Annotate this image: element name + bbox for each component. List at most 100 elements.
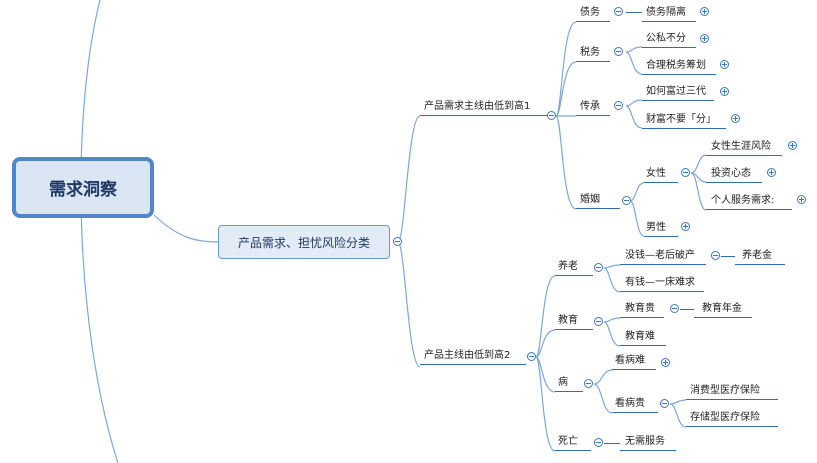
nvxing-child-2-underline bbox=[706, 182, 762, 183]
shuiwu-child-2-underline bbox=[642, 74, 716, 75]
zhaiwu-underline bbox=[576, 21, 610, 22]
branch2-collapse-icon[interactable] bbox=[527, 352, 536, 361]
shuiwu-child1-curve bbox=[625, 46, 643, 53]
shuiwu-child-1: 公私不分 bbox=[646, 33, 686, 44]
bing-xiaofei-underline bbox=[686, 399, 778, 400]
zhaiwu-label: 债务 bbox=[580, 7, 600, 18]
nvxing-underline bbox=[644, 182, 678, 183]
siwang-connector bbox=[604, 443, 620, 444]
yanglao-label: 养老 bbox=[558, 261, 578, 272]
nvxing-collapse-icon[interactable] bbox=[681, 168, 690, 177]
yanglao-youqian-underline bbox=[620, 291, 704, 292]
chuancheng-child-2: 财富不要「分」 bbox=[646, 114, 716, 125]
bing-underline bbox=[555, 391, 583, 392]
chuancheng-child-2-underline bbox=[642, 128, 726, 129]
nvxing-child-3-underline bbox=[706, 209, 792, 210]
kbg-child2-curve bbox=[669, 403, 687, 428]
branch1-collapse-icon[interactable] bbox=[547, 111, 556, 120]
bing-kanbinggui-collapse-icon[interactable] bbox=[660, 399, 669, 408]
bing-kanbingnan-expand-icon[interactable] bbox=[661, 358, 670, 367]
kbg-child1-curve bbox=[669, 399, 687, 405]
nvxing-child-3-expand-icon[interactable] bbox=[797, 195, 806, 204]
chuancheng-collapse-icon[interactable] bbox=[614, 101, 623, 110]
yanglao-meiqian-collapse-icon[interactable] bbox=[711, 251, 720, 260]
main-node-label: 产品需求、担忧风险分类 bbox=[237, 235, 370, 250]
jiaoyu-child2-curve bbox=[603, 321, 621, 347]
shuiwu-child-2-expand-icon[interactable] bbox=[720, 60, 729, 69]
yanglao-yanglaojin: 养老金 bbox=[742, 250, 772, 261]
bing-child1-curve bbox=[593, 369, 613, 385]
shuiwu-child2-curve bbox=[625, 51, 643, 75]
shuiwu-child-2: 合理税务筹划 bbox=[646, 60, 706, 71]
chuancheng-label: 传承 bbox=[580, 101, 600, 112]
main-to-branch1-curve bbox=[397, 115, 421, 243]
nvxing-child3-curve bbox=[690, 172, 707, 211]
main-node[interactable]: 产品需求、担忧风险分类 bbox=[218, 225, 390, 259]
main-to-branch2-curve bbox=[397, 241, 421, 368]
jiaoyu-child1-curve bbox=[603, 317, 621, 323]
bing-cunchu-underline bbox=[686, 426, 778, 427]
yanglao-underline bbox=[555, 275, 593, 276]
bing-cunchu: 存储型医疗保险 bbox=[690, 412, 760, 423]
b1-to-shuiwu-curve bbox=[555, 61, 577, 117]
root-to-main-curve bbox=[153, 214, 219, 243]
bing-child2-curve bbox=[593, 383, 613, 414]
jiaoyu-jiaoyugui: 教育贵 bbox=[625, 303, 655, 314]
jiaoyu-nianjin-underline bbox=[694, 317, 752, 318]
bing-kanbinggui: 看病贵 bbox=[615, 398, 645, 409]
chuancheng-child-2-expand-icon[interactable] bbox=[731, 114, 740, 123]
root-arc-curve bbox=[80, 0, 119, 463]
nanxing-underline bbox=[644, 236, 678, 237]
yanglao-child1-curve bbox=[603, 264, 621, 269]
jiaoyu-nianjin: 教育年金 bbox=[702, 303, 742, 314]
b1-to-hunyin-curve bbox=[555, 115, 577, 210]
b2-to-jiaoyu-curve bbox=[535, 329, 556, 358]
jiaoyu-jiaoyugui-collapse-icon[interactable] bbox=[670, 304, 679, 313]
jiaoyu-collapse-icon[interactable] bbox=[594, 317, 603, 326]
bing-collapse-icon[interactable] bbox=[584, 379, 593, 388]
yanglao-meiqian-underline bbox=[620, 264, 706, 265]
zhaiwu-child-1-underline bbox=[642, 21, 696, 22]
zhaiwu-connector bbox=[626, 12, 642, 13]
nvxing-child-1: 女性生涯风险 bbox=[711, 141, 771, 152]
shuiwu-collapse-icon[interactable] bbox=[614, 47, 623, 56]
nvxing-child-2: 投资心态 bbox=[711, 168, 751, 179]
branch2-underline bbox=[420, 364, 526, 365]
hunyin-label: 婚姻 bbox=[580, 194, 600, 205]
bing-kanbinggui-underline bbox=[612, 412, 658, 413]
yanglao-meiqian-connector bbox=[721, 256, 735, 257]
nvxing-label: 女性 bbox=[646, 168, 666, 179]
zhaiwu-child-1: 债务隔离 bbox=[646, 7, 686, 18]
nvxing-child-1-expand-icon[interactable] bbox=[788, 141, 797, 150]
yanglao-collapse-icon[interactable] bbox=[594, 263, 603, 272]
chuancheng-child-1: 如何富过三代 bbox=[646, 86, 706, 97]
chuancheng-child-1-expand-icon[interactable] bbox=[720, 87, 729, 96]
siwang-underline bbox=[555, 450, 591, 451]
siwang-fuwu-underline bbox=[620, 450, 676, 451]
nvxing-child1-curve bbox=[690, 154, 707, 174]
nvxing-child-2-expand-icon[interactable] bbox=[767, 168, 776, 177]
b1-to-zhaiwu-curve bbox=[555, 21, 577, 117]
shuiwu-label: 税务 bbox=[580, 47, 600, 58]
yanglao-child2-curve bbox=[603, 267, 621, 293]
zhaiwu-collapse-icon[interactable] bbox=[614, 7, 623, 16]
shuiwu-underline bbox=[576, 61, 610, 62]
yanglao-youqian: 有钱—一床难求 bbox=[625, 277, 695, 288]
hunyin-to-nvxing-curve bbox=[629, 182, 645, 202]
bing-label: 病 bbox=[558, 377, 568, 388]
zhaiwu-child-1-expand-icon[interactable] bbox=[700, 7, 709, 16]
chuancheng-underline bbox=[576, 115, 610, 116]
b2-to-yanglao-curve bbox=[535, 275, 556, 358]
main-collapse-icon[interactable] bbox=[393, 237, 402, 246]
jiaoyu-label: 教育 bbox=[558, 315, 578, 326]
nvxing-child-3: 个人服务需求: bbox=[711, 195, 775, 206]
bing-kanbingnan: 看病难 bbox=[615, 355, 645, 366]
nanxing-expand-icon[interactable] bbox=[681, 222, 690, 231]
root-node[interactable]: 需求洞察 bbox=[12, 157, 154, 218]
hunyin-collapse-icon[interactable] bbox=[622, 196, 631, 205]
siwang-collapse-icon[interactable] bbox=[594, 438, 603, 447]
branch2-label: 产品主线由低到高2 bbox=[424, 350, 511, 361]
jiaoyu-jiaoyunan: 教育难 bbox=[625, 331, 655, 342]
shuiwu-child-1-expand-icon[interactable] bbox=[700, 34, 709, 43]
